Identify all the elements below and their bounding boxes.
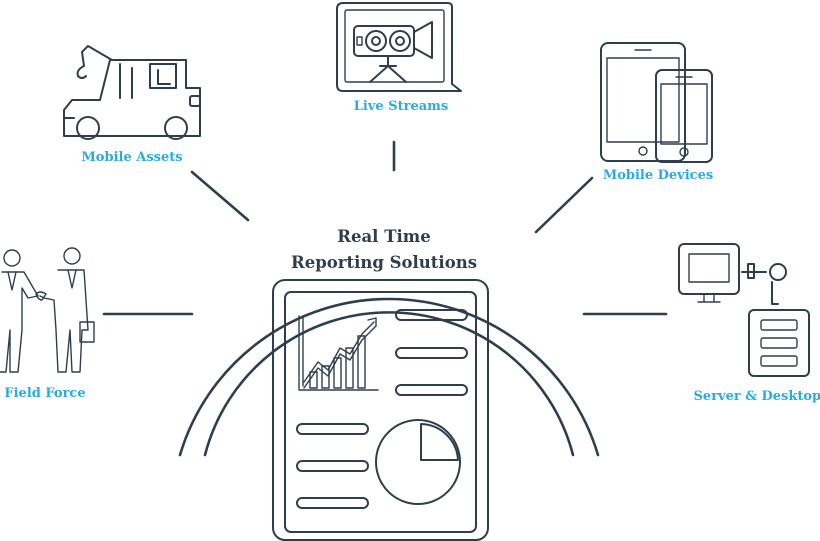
label-field-force: Field Force xyxy=(4,386,85,401)
label-mobile-assets: Mobile Assets xyxy=(81,150,182,165)
server-monitor-icon xyxy=(678,243,810,377)
pie-chart-icon xyxy=(375,419,461,505)
video-camera-icon xyxy=(336,2,462,92)
report-chart-icon xyxy=(298,315,379,391)
connector-mobile-devices xyxy=(534,176,594,234)
diagram-title-line2: Reporting Solutions xyxy=(291,253,477,272)
label-mobile-devices: Mobile Devices xyxy=(603,168,713,183)
handshake-icon xyxy=(0,247,95,373)
connector-mobile-assets xyxy=(190,170,250,222)
outer-arc xyxy=(178,297,600,457)
inner-arc xyxy=(203,311,575,457)
label-live-streams: Live Streams xyxy=(354,99,448,114)
label-server-desktops: Server & Desktops xyxy=(694,389,820,404)
connectors xyxy=(102,140,668,316)
tablet-phone-icon xyxy=(600,42,713,163)
dome-arcs xyxy=(178,297,600,457)
report-document-icon xyxy=(272,279,489,541)
diagram-title-line1: Real Time xyxy=(337,227,430,246)
tow-truck-icon xyxy=(63,45,201,140)
